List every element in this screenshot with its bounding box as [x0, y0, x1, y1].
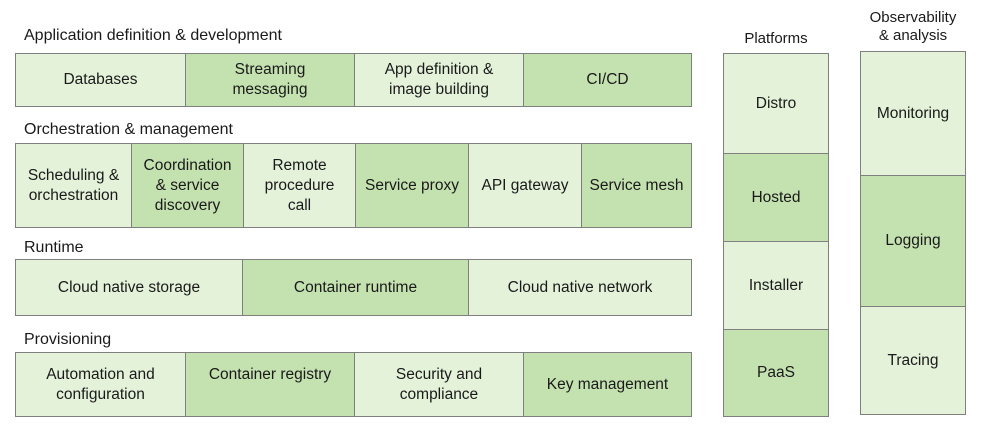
box-monitoring: Monitoring: [861, 52, 965, 175]
box-coordination-service-discovery: Coordination & service discovery: [131, 144, 243, 227]
box-app-definition-image-building: App definition & image building: [354, 54, 523, 106]
box-remote-procedure-call: Remote procedure call: [243, 144, 355, 227]
platforms-column: Distro Hosted Installer PaaS: [723, 53, 829, 417]
box-cloud-native-network: Cloud native network: [468, 260, 691, 315]
box-paas: PaaS: [724, 329, 828, 416]
box-installer: Installer: [724, 241, 828, 329]
observability-column: Monitoring Logging Tracing: [860, 51, 966, 415]
observability-title: Observability & analysis: [869, 9, 957, 44]
box-distro: Distro: [724, 54, 828, 153]
row-orchestration: Scheduling & orchestration Coordination …: [15, 143, 692, 228]
box-logging: Logging: [861, 175, 965, 306]
box-container-runtime: Container runtime: [242, 260, 468, 315]
box-ci-cd: CI/CD: [523, 54, 691, 106]
box-cloud-native-storage: Cloud native storage: [16, 260, 242, 315]
box-tracing: Tracing: [861, 306, 965, 414]
box-databases: Databases: [16, 54, 185, 106]
box-api-gateway: API gateway: [468, 144, 581, 227]
row-provisioning: Automation and configuration Container r…: [15, 352, 692, 417]
section-title-provisioning: Provisioning: [24, 331, 112, 348]
box-security-compliance: Security and compliance: [354, 353, 523, 416]
box-service-mesh: Service mesh: [581, 144, 691, 227]
box-hosted: Hosted: [724, 153, 828, 241]
section-title-app-definition: Application definition & development: [24, 27, 282, 44]
section-title-runtime: Runtime: [24, 239, 84, 256]
box-automation-configuration: Automation and configuration: [16, 353, 185, 416]
box-key-management: Key management: [523, 353, 691, 416]
section-title-orchestration: Orchestration & management: [24, 121, 233, 138]
box-streaming-messaging: Streaming messaging: [185, 54, 354, 106]
row-app-definition: Databases Streaming messaging App defini…: [15, 53, 692, 107]
box-container-registry: Container registry: [185, 353, 354, 416]
box-scheduling-orchestration: Scheduling & orchestration: [16, 144, 131, 227]
platforms-title: Platforms: [744, 30, 808, 47]
row-runtime: Cloud native storage Container runtime C…: [15, 259, 692, 316]
box-service-proxy: Service proxy: [355, 144, 468, 227]
